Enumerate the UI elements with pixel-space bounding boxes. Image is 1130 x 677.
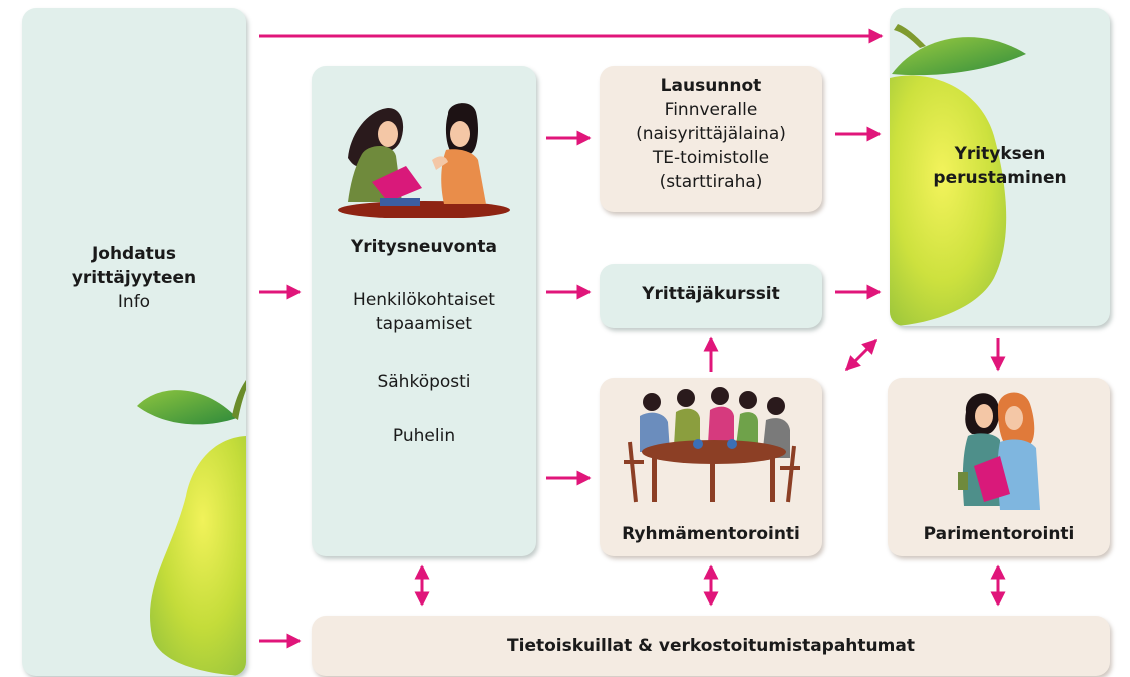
group-mentoring-illustration xyxy=(624,387,800,503)
node-yritysneuvonta: Yritysneuvonta Henkilökohtaiset tapaamis… xyxy=(312,66,536,556)
perustaminen-title-line1: Yrityksen xyxy=(954,144,1046,164)
lausunnot-line1: Finnveralle xyxy=(664,100,758,120)
node-perustaminen: Yrityksen perustaminen xyxy=(890,8,1110,326)
pear-illustration xyxy=(137,380,246,676)
yrittajakurssit-title: Yrittäjäkurssit xyxy=(642,284,780,304)
johdatus-title-line2: yrittäjyyteen xyxy=(71,268,197,288)
node-parimentorointi: Parimentorointi xyxy=(888,378,1110,556)
advisors-illustration xyxy=(338,103,510,218)
tietoiskut-title: Tietoiskuillat & verkostoitumistapahtuma… xyxy=(507,636,915,656)
yritysneuvonta-item1-line1: Henkilökohtaiset xyxy=(353,290,495,310)
pear-illustration xyxy=(890,24,1026,326)
parimentorointi-title: Parimentorointi xyxy=(923,524,1075,544)
johdatus-subtitle: Info xyxy=(117,292,151,312)
node-johdatus: Johdatus yrittäjyyteen Info xyxy=(22,8,246,676)
ryhmamentorointi-title: Ryhmämentorointi xyxy=(622,524,800,544)
lausunnot-line4: (starttiraha) xyxy=(659,172,763,192)
johdatus-title-line1: Johdatus xyxy=(91,244,177,264)
pair-mentoring-illustration xyxy=(958,392,1040,510)
yritysneuvonta-item1-line2: tapaamiset xyxy=(376,314,472,334)
lausunnot-line2: (naisyrittäjälaina) xyxy=(636,124,786,144)
node-lausunnot: Lausunnot Finnveralle (naisyrittäjälaina… xyxy=(600,66,822,212)
yritysneuvonta-title: Yritysneuvonta xyxy=(350,237,498,257)
node-tietoiskut: Tietoiskuillat & verkostoitumistapahtuma… xyxy=(312,616,1110,676)
lausunnot-title: Lausunnot xyxy=(660,76,762,96)
node-yrittajakurssit: Yrittäjäkurssit xyxy=(600,264,822,328)
arrow-ryhmamentorointi-perustaminen xyxy=(844,338,878,372)
perustaminen-title-line2: perustaminen xyxy=(933,168,1067,188)
lausunnot-line3: TE-toimistolle xyxy=(652,148,770,168)
node-ryhmamentorointi: Ryhmämentorointi xyxy=(600,378,822,556)
yritysneuvonta-item3: Puhelin xyxy=(392,426,456,446)
yritysneuvonta-item2: Sähköposti xyxy=(377,372,471,392)
